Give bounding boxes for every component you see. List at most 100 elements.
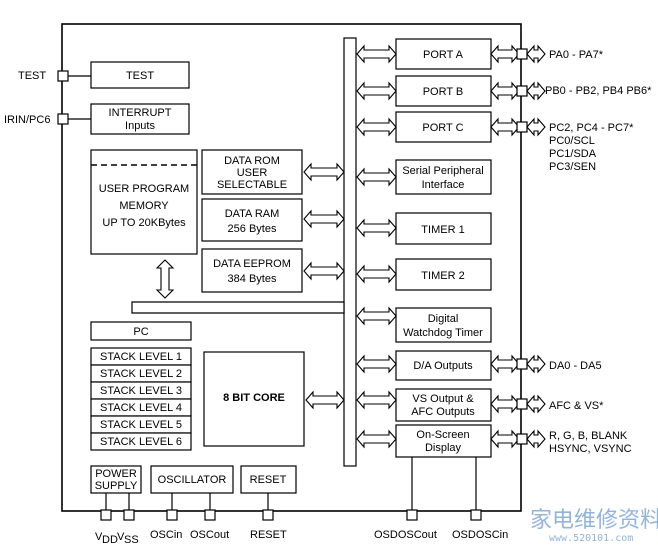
arrow-port-a [356, 44, 397, 64]
data-ram-label-2: 256 Bytes [228, 223, 277, 235]
test-pin-label: TEST [18, 70, 46, 82]
pc-pins-label-3: PC1/SDA [549, 148, 597, 160]
interrupt-block [90, 103, 190, 135]
irin-pin-pad [57, 113, 69, 125]
osdoscout-pin-pad [406, 509, 418, 521]
arrow-vs-output [356, 390, 397, 410]
stack-level-6 [90, 432, 192, 451]
arrow-watchdog [356, 306, 397, 326]
oscout-pin-pad [204, 509, 216, 521]
user-program-label-3: UP TO 20KBytes [102, 217, 186, 229]
stack-level-6-label: STACK LEVEL 6 [100, 436, 182, 448]
vss-pin-label: V [117, 531, 125, 543]
arrow-core [305, 390, 345, 410]
arrow-pc-pins-ext [526, 117, 546, 137]
watermark-url: www.520101.com [549, 533, 633, 544]
pb-pins-label: PB0 - PB2, PB4 PB6* [545, 85, 652, 97]
arrow-data-eeprom [303, 261, 345, 281]
spi-label-2: Interface [422, 179, 465, 191]
power-supply-label-1: POWER [95, 468, 137, 480]
oscillator-label: OSCILLATOR [158, 474, 227, 486]
data-rom-label-2: USER [237, 167, 268, 179]
pc-block [90, 321, 192, 341]
arrow-pa-pins-ext [526, 44, 546, 64]
power-supply-label-2: SUPPLY [95, 480, 138, 492]
timer1-block [395, 212, 492, 245]
arrow-afc-pins-pad [516, 398, 528, 410]
user-program-memory [90, 149, 198, 255]
arrow-rgb-pins-pad [516, 433, 528, 445]
reset-pin-pad [262, 509, 274, 521]
stack: STACK LEVEL 1 STACK LEVEL 2 STACK LEVEL … [90, 347, 192, 451]
data-rom-label-3: SELECTABLE [217, 179, 287, 191]
test-pin-pad [57, 70, 69, 82]
bottom-pins [100, 457, 482, 521]
osdoscin-pin-label: OSDOSCin [452, 529, 508, 541]
osd-block [395, 424, 492, 458]
core-block [203, 351, 305, 447]
data-ram-block [201, 198, 303, 242]
rgb-pins-label-2: HSYNC, VSYNC [549, 443, 632, 455]
core-label: 8 BIT CORE [223, 392, 285, 404]
vdd-pin-pad [100, 509, 112, 521]
arrow-data-ram [303, 209, 345, 229]
stack-level-1-label: STACK LEVEL 1 [100, 351, 182, 363]
da-outputs-label: D/A Outputs [413, 360, 473, 372]
vs-output-block [395, 388, 492, 422]
bus-link [131, 301, 345, 314]
oscin-pin-pad [166, 509, 178, 521]
arrow-data-rom [303, 162, 345, 182]
osdoscout-pin-label: OSDOSCout [374, 529, 437, 541]
osd-label-2: Display [425, 442, 462, 454]
arrow-timer1 [356, 218, 397, 238]
pc-pins-label-4: PC3/SEN [549, 161, 596, 173]
reset-block [240, 465, 297, 494]
interrupt-label-1: INTERRUPT [109, 107, 172, 119]
watermark-title: 家电维修资料网 [530, 508, 658, 533]
arrow-da-pins-ext [526, 354, 546, 374]
port-c-label: PORT C [422, 122, 463, 134]
data-eeprom-block [201, 248, 303, 293]
arrow-pb-pins-ext [526, 81, 546, 101]
arrow-da [356, 354, 397, 374]
arrow-pb-pins-pad [516, 85, 528, 97]
pc-label: PC [133, 326, 148, 338]
pc-pins-label-2: PC0/SCL [549, 135, 595, 147]
arrow-afc-pins-ext [526, 394, 546, 414]
arrow-port-b [356, 81, 397, 101]
data-rom-block [201, 149, 303, 195]
oscillator-block [150, 465, 234, 494]
stack-level-3-label: STACK LEVEL 3 [100, 385, 182, 397]
arrow-rgb-pins-ext [526, 429, 546, 449]
arrow-pa-pins-pad [516, 48, 528, 60]
timer1-label: TIMER 1 [421, 224, 464, 236]
arrow-osd [356, 429, 397, 449]
port-a-label: PORT A [423, 49, 464, 61]
timer2-label: TIMER 2 [421, 270, 464, 282]
vss-pin-pad [123, 509, 135, 521]
pc-pins-label-1: PC2, PC4 - PC7* [549, 122, 634, 134]
vss-pin-sub: SS [124, 534, 139, 546]
data-eeprom-label-1: DATA EEPROM [213, 258, 291, 270]
data-rom-label-1: DATA ROM [224, 155, 280, 167]
spi-label-1: Serial Peripheral [402, 165, 483, 177]
test-block-label: TEST [126, 70, 154, 82]
user-program-label-1: USER PROGRAM [99, 183, 189, 195]
da-outputs-block [395, 350, 492, 381]
irin-pin-label: IRIN/PC6 [4, 114, 50, 126]
timer2-block [395, 258, 492, 291]
arrow-user-memory [155, 259, 175, 299]
oscout-pin-label: OSCout [190, 529, 229, 541]
afc-pins-label: AFC & VS* [549, 400, 604, 412]
stack-level-4-label: STACK LEVEL 4 [100, 402, 182, 414]
bus-arrows [155, 44, 546, 449]
spi-block [395, 159, 492, 195]
watchdog-block [395, 307, 492, 343]
watchdog-label-1: Digital [428, 313, 459, 325]
port-b-label: PORT B [423, 86, 464, 98]
stack-level-2-label: STACK LEVEL 2 [100, 368, 182, 380]
pa-pins-label: PA0 - PA7* [549, 49, 604, 61]
arrow-da-pins-pad [516, 358, 528, 370]
arrow-timer2 [356, 264, 397, 284]
